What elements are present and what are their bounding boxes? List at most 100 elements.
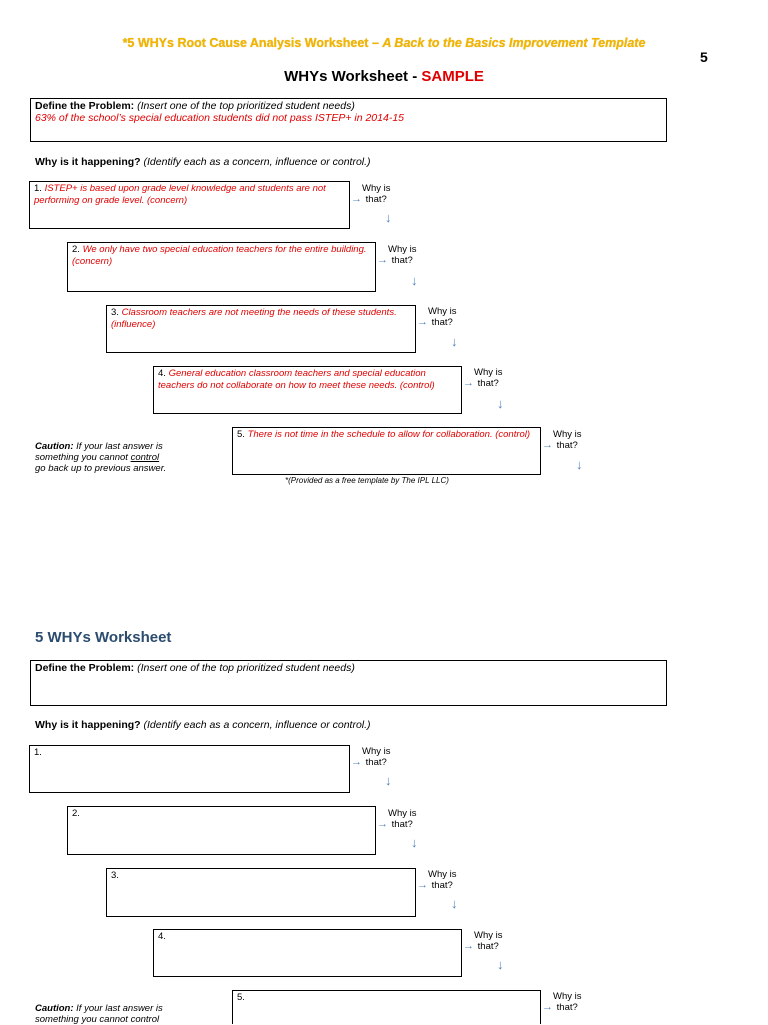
why-link-line2: that?	[431, 317, 453, 328]
why-link-line2: that?	[477, 941, 499, 952]
why-number: 3.	[111, 870, 119, 881]
why-link-line1: Why is	[362, 183, 391, 194]
problem-answer: 63% of the school’s special education st…	[35, 112, 405, 124]
why-link-line1: Why is	[553, 429, 582, 440]
right-arrow-icon: →	[463, 377, 474, 389]
footnote: *(Provided as a free template by The IPL…	[285, 476, 449, 485]
why-number: 4.	[158, 368, 166, 379]
why-number: 5.	[237, 429, 245, 440]
sample-why-box-1: 1. ISTEP+ is based upon grade level know…	[29, 181, 350, 229]
why-number: 1.	[34, 183, 42, 194]
why-link-line1: Why is	[428, 306, 457, 317]
right-arrow-icon: →	[417, 316, 428, 328]
down-arrow-icon: ↓	[451, 334, 458, 349]
why-link-line2: that?	[365, 757, 387, 768]
why-link-line1: Why is	[474, 367, 503, 378]
right-arrow-icon: →	[463, 940, 474, 952]
why-link-line1: Why is	[428, 869, 457, 880]
sample-problem-box: Define the Problem: (Insert one of the t…	[30, 98, 667, 142]
right-arrow-icon: →	[542, 1001, 553, 1013]
blank-why-prompt: Why is it happening? (Identify each as a…	[35, 719, 371, 731]
why-link-line1: Why is	[474, 930, 503, 941]
sample-title: WHYs Worksheet - SAMPLE	[0, 68, 768, 85]
why-answer: General education classroom teachers and…	[158, 368, 435, 391]
why-answer: Classroom teachers are not meeting the n…	[111, 307, 397, 330]
right-arrow-icon: →	[417, 879, 428, 891]
caution-line3: go back up to previous answer.	[35, 463, 167, 474]
why-prompt-label: Why is it happening?	[35, 719, 141, 731]
blank-why-box-5[interactable]: 5.	[232, 990, 541, 1024]
blank-why-box-3[interactable]: 3.	[106, 868, 416, 917]
blank-caution-note: Caution: If your last answer is somethin…	[35, 1003, 163, 1025]
why-number: 2.	[72, 808, 80, 819]
why-link-line2: that?	[556, 440, 578, 451]
why-link-line1: Why is	[388, 808, 417, 819]
right-arrow-icon: →	[377, 818, 388, 830]
caution-line1: If your last answer is	[73, 1003, 163, 1014]
down-arrow-icon: ↓	[411, 835, 418, 850]
down-arrow-icon: ↓	[451, 896, 458, 911]
why-answer: There is not time in the schedule to all…	[247, 429, 531, 440]
caution-line2: something you cannot	[35, 1014, 131, 1025]
sample-why-box-5: 5. There is not time in the schedule to …	[232, 427, 541, 475]
header-subtitle: A Back to the Basics Improvement Templat…	[382, 36, 646, 50]
why-link-line2: that?	[556, 1002, 578, 1013]
why-link-line2: that?	[391, 819, 413, 830]
why-prompt-hint: (Identify each as a concern, influence o…	[143, 719, 371, 731]
why-link-line2: that?	[391, 255, 413, 266]
right-arrow-icon: →	[377, 254, 388, 266]
why-prompt-hint: (Identify each as a concern, influence o…	[143, 156, 371, 168]
sample-title-text: WHYs Worksheet -	[284, 68, 422, 85]
caution-line1: If your last answer is	[73, 441, 163, 452]
caution-underline: control	[130, 452, 160, 463]
problem-hint: (Insert one of the top prioritized stude…	[137, 662, 355, 674]
why-link-line2: that?	[365, 194, 387, 205]
why-number: 4.	[158, 931, 166, 942]
blank-why-box-1[interactable]: 1.	[29, 745, 350, 793]
sample-why-prompt: Why is it happening? (Identify each as a…	[35, 156, 371, 168]
problem-label: Define the Problem:	[35, 662, 135, 674]
why-prompt-label: Why is it happening?	[35, 156, 141, 168]
why-link-line1: Why is	[362, 746, 391, 757]
why-link-line2: that?	[431, 880, 453, 891]
down-arrow-icon: ↓	[497, 396, 504, 411]
problem-hint: (Insert one of the top prioritized stude…	[137, 100, 355, 112]
sample-title-highlight: SAMPLE	[421, 68, 484, 85]
why-answer: ISTEP+ is based upon grade level knowled…	[34, 183, 326, 206]
blank-why-box-4[interactable]: 4.	[153, 929, 462, 977]
why-number: 5.	[237, 992, 245, 1003]
sample-why-box-4: 4. General education classroom teachers …	[153, 366, 462, 414]
blank-worksheet-title: 5 WHYs Worksheet	[35, 629, 172, 646]
down-arrow-icon: ↓	[385, 773, 392, 788]
document-header: *5 WHYs Root Cause Analysis Worksheet – …	[0, 36, 768, 50]
blank-why-box-2[interactable]: 2.	[67, 806, 376, 855]
problem-label: Define the Problem:	[35, 100, 135, 112]
why-link-line1: Why is	[388, 244, 417, 255]
blank-problem-box[interactable]: Define the Problem: (Insert one of the t…	[30, 660, 667, 706]
page-number: 5	[700, 49, 708, 65]
why-number: 1.	[34, 747, 42, 758]
why-link-line1: Why is	[553, 991, 582, 1002]
sample-why-box-2: 2. We only have two special education te…	[67, 242, 376, 292]
why-link-line2: that?	[477, 378, 499, 389]
right-arrow-icon: →	[351, 756, 362, 768]
right-arrow-icon: →	[542, 439, 553, 451]
down-arrow-icon: ↓	[497, 957, 504, 972]
header-text: *5 WHYs Root Cause Analysis Worksheet –	[122, 36, 383, 50]
down-arrow-icon: ↓	[411, 273, 418, 288]
down-arrow-icon: ↓	[576, 457, 583, 472]
caution-line2: something you cannot	[35, 452, 131, 463]
sample-caution-note: Caution: If your last answer is somethin…	[35, 441, 166, 474]
right-arrow-icon: →	[351, 193, 362, 205]
why-number: 2.	[72, 244, 80, 255]
why-answer: We only have two special education teach…	[72, 244, 367, 267]
